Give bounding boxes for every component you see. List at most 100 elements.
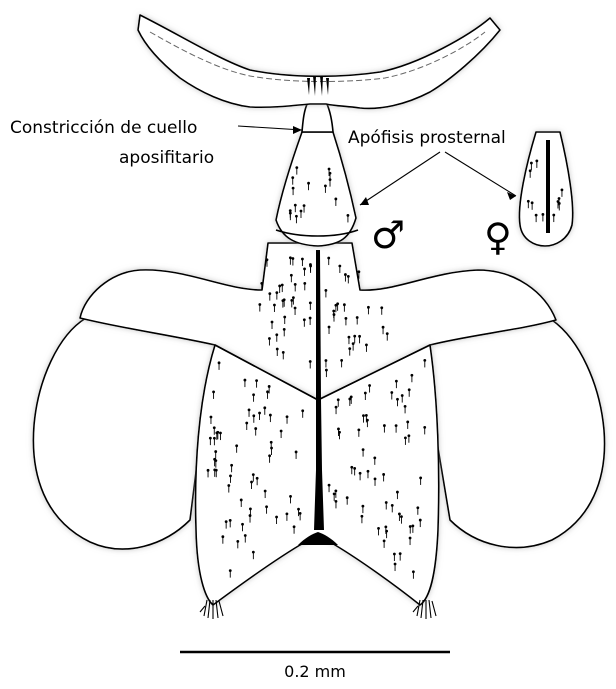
seta-head — [236, 540, 239, 543]
seta-head — [350, 466, 353, 469]
seta-head — [289, 256, 292, 259]
seta-head — [252, 551, 255, 554]
seta-head — [419, 519, 422, 522]
seta-head — [386, 332, 389, 335]
seta-head — [283, 328, 286, 331]
seta-head — [356, 316, 359, 319]
seta-head — [294, 283, 297, 286]
seta-head — [218, 361, 221, 364]
seta-head — [401, 394, 404, 397]
neck-constriction-label-line1: Constricción de cuello — [10, 118, 197, 138]
seta-head — [307, 182, 310, 185]
seta-head — [268, 337, 271, 340]
seta-head — [221, 535, 224, 538]
seta-head — [227, 484, 230, 487]
seta-head — [282, 351, 285, 354]
neck-leader-line — [238, 126, 302, 130]
scale-bar-label: 0.2 mm — [284, 662, 346, 681]
seta-head — [328, 168, 331, 171]
seta-head — [365, 343, 368, 346]
seta-head — [275, 291, 278, 294]
seta-head — [358, 335, 361, 338]
seta-head — [215, 431, 218, 434]
seta-head — [299, 512, 302, 515]
seta-head — [244, 379, 247, 382]
seta-head — [411, 524, 414, 527]
seta-head — [276, 348, 279, 351]
seta-head — [209, 437, 212, 440]
seta-head — [416, 506, 419, 509]
seta-head — [353, 335, 356, 338]
seta-head — [291, 257, 294, 260]
seta-head — [409, 525, 412, 528]
seta-head — [294, 307, 297, 310]
seta-head — [250, 481, 253, 484]
seta-head — [419, 477, 422, 480]
seta-head — [343, 303, 346, 306]
seta-head — [390, 391, 393, 394]
seta-head — [303, 318, 306, 321]
seta-head — [294, 204, 297, 207]
seta-head — [344, 273, 347, 276]
seta-head — [367, 470, 370, 473]
seta-head — [295, 166, 298, 169]
seta-head — [309, 302, 312, 305]
seta-head — [399, 552, 402, 555]
seta-head — [325, 359, 328, 362]
seta-head — [383, 540, 386, 543]
seta-head — [264, 490, 267, 493]
seta-head — [295, 215, 298, 218]
seta-head — [380, 306, 383, 309]
seta-head — [395, 424, 398, 427]
seta-head — [409, 537, 412, 540]
seta-head — [229, 569, 232, 572]
seta-head — [394, 563, 397, 566]
seta-head — [336, 302, 339, 305]
seta-head — [337, 398, 340, 401]
seta-head — [303, 282, 306, 285]
seta-head — [382, 326, 385, 329]
seta-head — [338, 265, 341, 268]
seta-head — [345, 317, 348, 320]
seta-head — [357, 428, 360, 431]
seta-head — [361, 515, 364, 518]
seta-head — [335, 406, 338, 409]
seta-head — [334, 198, 337, 201]
seta-head — [290, 274, 293, 277]
seta-head — [212, 391, 215, 394]
seta-head — [393, 553, 396, 556]
seta-head — [213, 458, 216, 461]
seta-head — [423, 359, 426, 362]
seta-head — [266, 258, 269, 261]
seta-head — [293, 525, 296, 528]
seta-head — [353, 467, 356, 470]
seta-head — [340, 359, 343, 362]
seta-head — [325, 369, 328, 372]
seta-head — [327, 257, 330, 260]
seta-head — [214, 450, 217, 453]
seta-head — [268, 454, 271, 457]
seta-head — [382, 473, 385, 476]
seta-head — [373, 456, 376, 459]
seta-head — [303, 204, 306, 207]
seta-head — [244, 534, 247, 537]
seta-head — [275, 516, 278, 519]
seta-head — [229, 474, 232, 477]
seta-head — [292, 187, 295, 190]
seta-head — [329, 178, 332, 181]
seta-head — [309, 265, 312, 268]
seta-head — [384, 526, 387, 529]
seta-head — [347, 275, 350, 278]
seta-head — [278, 285, 281, 288]
seta-head — [350, 396, 353, 399]
seta-head — [535, 214, 538, 217]
seta-head — [364, 392, 367, 395]
seta-head — [396, 398, 399, 401]
seta-head — [396, 491, 399, 494]
seta-head — [266, 390, 269, 393]
seta-head — [286, 415, 289, 418]
seta-head — [255, 379, 258, 382]
seta-head — [240, 499, 243, 502]
